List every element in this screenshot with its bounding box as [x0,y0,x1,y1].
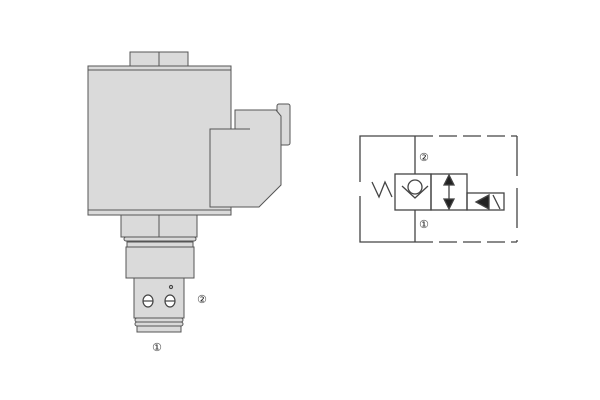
schematic-port-1-label: ① [419,218,429,231]
coil-body [87,65,232,216]
top-nut [129,51,160,68]
solenoid-icon [466,192,505,211]
valve-port-1-label: ① [152,341,162,354]
check-valve-icon [401,185,429,199]
schematic-port-2-label: ② [419,151,429,164]
hydraulic-schematic [358,135,518,243]
thread-section [125,246,195,279]
cartridge [133,277,185,319]
valve-port-2-label: ② [197,293,207,306]
hex-nut [120,214,160,238]
spring-icon [371,180,393,199]
